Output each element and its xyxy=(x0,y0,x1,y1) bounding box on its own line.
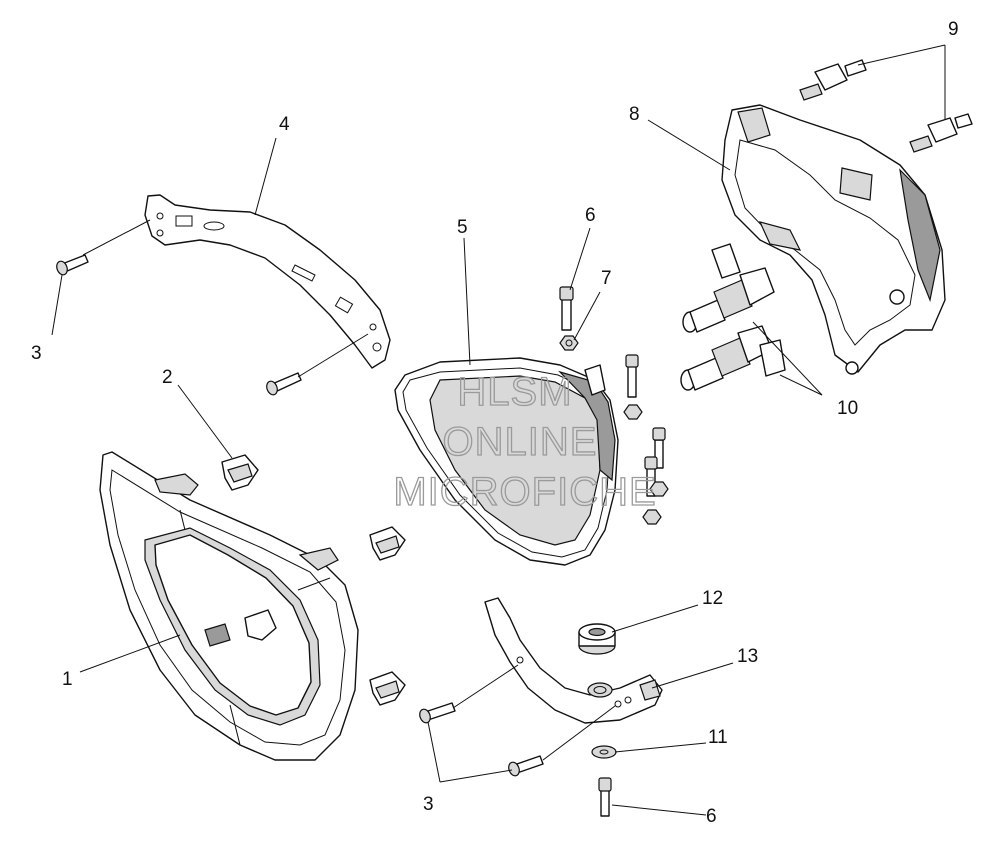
upper-bracket xyxy=(144,194,391,369)
bolt-6-bottom xyxy=(598,777,612,817)
watermark-line-2: ONLINE xyxy=(443,420,598,464)
washer-11 xyxy=(591,745,617,759)
screw-upper-left xyxy=(56,254,89,276)
callout-labels: 1 2 3 3 4 5 6 6 7 8 9 10 11 12 13 xyxy=(31,19,959,827)
rear-housing xyxy=(721,104,946,375)
leader-lines xyxy=(51,44,946,816)
callout-13: 13 xyxy=(737,646,758,667)
nut-a xyxy=(623,404,643,420)
grommet-12 xyxy=(578,623,616,655)
bolt-a xyxy=(625,354,639,398)
callout-8: 8 xyxy=(629,104,640,125)
bulb-10-upper xyxy=(682,243,775,333)
callout-6-top: 6 xyxy=(585,205,596,226)
watermark-line-1: HLSM xyxy=(457,370,572,414)
callout-10: 10 xyxy=(837,398,858,419)
screw-upper-right xyxy=(266,372,302,396)
bolt-6-top xyxy=(559,286,574,331)
callout-3-top: 3 xyxy=(31,343,42,364)
clip-mid xyxy=(369,526,406,561)
nut-c xyxy=(642,509,662,525)
clip-2 xyxy=(221,454,259,491)
callout-11: 11 xyxy=(708,727,728,748)
callout-4: 4 xyxy=(279,114,290,135)
callout-3-bottom: 3 xyxy=(423,794,434,815)
callout-6-bottom: 6 xyxy=(706,806,717,827)
screw-lower-right xyxy=(508,755,544,777)
callout-1: 1 xyxy=(62,669,73,690)
watermark: HLSM ONLINE MICROFICHE xyxy=(393,369,657,514)
clip-bottom xyxy=(369,671,406,706)
connector-9-bottom xyxy=(909,113,973,153)
headlamp-unit xyxy=(394,357,619,566)
callout-2: 2 xyxy=(162,367,173,388)
bolt-b xyxy=(652,427,666,469)
nut-7 xyxy=(559,335,579,351)
connector-9-top xyxy=(799,59,867,101)
callout-9: 9 xyxy=(948,19,959,40)
bulb-10-lower xyxy=(680,325,786,391)
nut-b xyxy=(649,481,669,497)
screw-lower-left xyxy=(419,702,456,724)
watermark-line-3: MICROFICHE xyxy=(393,470,656,514)
headlight-fairing xyxy=(99,451,359,761)
callout-7: 7 xyxy=(601,268,612,289)
callout-12: 12 xyxy=(702,588,723,609)
lower-bracket xyxy=(484,597,663,724)
callout-5: 5 xyxy=(457,217,468,238)
